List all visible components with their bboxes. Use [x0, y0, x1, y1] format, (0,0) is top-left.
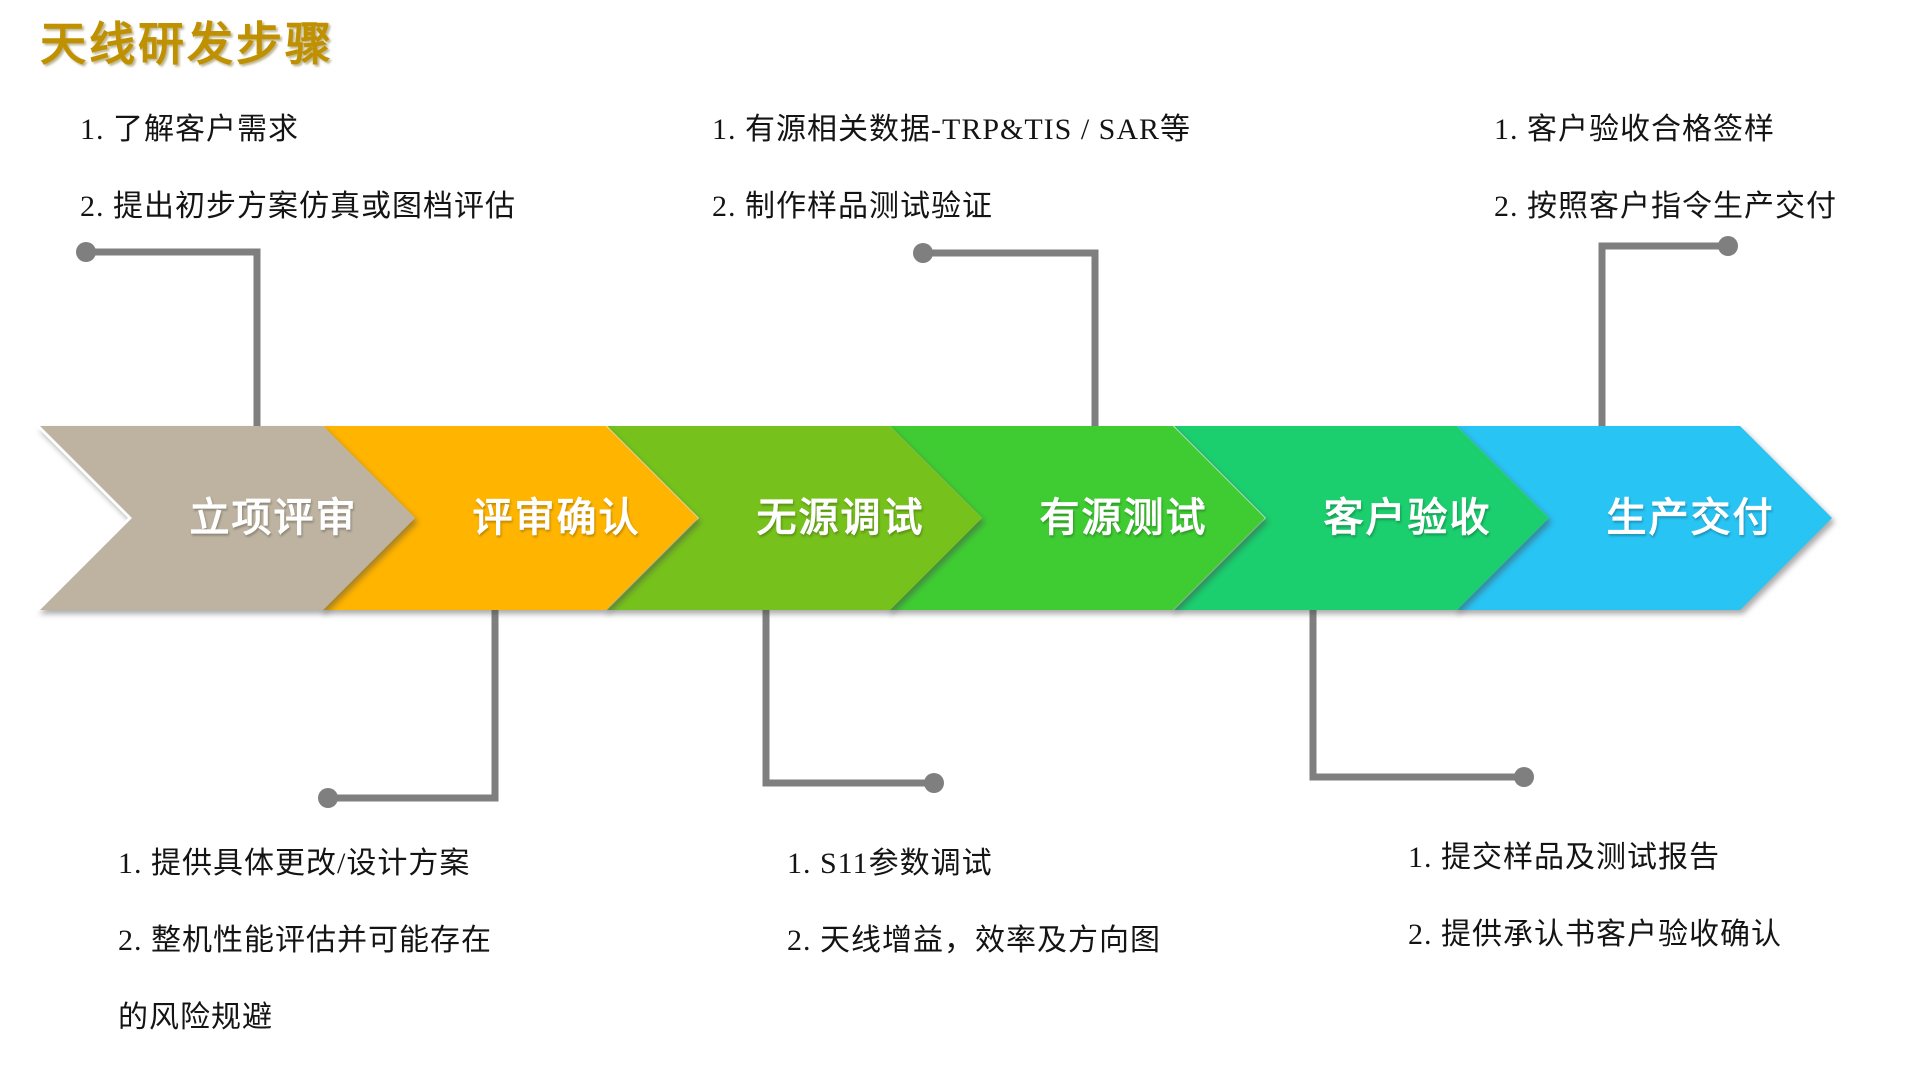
annotation-line: 1. 提供具体更改/设计方案: [118, 847, 471, 880]
chevron-step-4-label: 有源测试: [1039, 496, 1208, 540]
connector-dot: [924, 773, 944, 793]
annotation-line: 2. 提出初步方案仿真或图档评估: [80, 190, 516, 223]
chevron-shape: 无源调试: [607, 426, 982, 610]
connector-line-bottom-right: [1309, 606, 1524, 781]
annotation-line: 1. 提交样品及测试报告: [1408, 841, 1720, 874]
annotation-bottom-middle: 1. S11参数调试 2. 天线增益，效率及方向图: [787, 838, 1161, 992]
connector-dot: [318, 788, 338, 808]
connector-line-top-left: [86, 248, 261, 430]
annotation-line: 1. 有源相关数据-TRP&TIS / SAR等: [712, 113, 1192, 146]
annotation-line: 2. 天线增益，效率及方向图: [787, 924, 1161, 957]
page-title: 天线研发步骤: [40, 18, 334, 70]
connector-line-top-right: [1598, 242, 1728, 430]
annotation-line: 1. 客户验收合格签样: [1494, 113, 1775, 146]
annotation-line: 2. 制作样品测试验证: [712, 190, 993, 223]
chevron-step-5-label: 客户验收: [1323, 496, 1492, 540]
chevron-step-1-label: 立项评审: [189, 496, 358, 540]
annotation-line: 的风险规避: [118, 1001, 273, 1034]
annotation-bottom-right: 1. 提交样品及测试报告 2. 提供承认书客户验收确认: [1408, 832, 1782, 986]
connector-dot: [76, 242, 96, 262]
connector-line-top-middle: [923, 249, 1099, 430]
connector-dot: [1718, 236, 1738, 256]
chevron-step-1: 立项评审: [40, 426, 415, 610]
chevron-step-2-label: 评审确认: [472, 496, 641, 540]
connector-line-bottom-middle: [762, 606, 934, 787]
annotation-line: 2. 按照客户指令生产交付: [1494, 190, 1837, 223]
annotation-line: 2. 提供承认书客户验收确认: [1408, 918, 1782, 951]
chevron-shape: 立项评审: [40, 426, 415, 610]
connector-dot: [913, 243, 933, 263]
annotation-bottom-left: 1. 提供具体更改/设计方案 2. 整机性能评估并可能存在 的风险规避: [118, 838, 492, 1069]
chevron-step-3: 无源调试: [607, 426, 982, 610]
process-flow-band: 立项评审 评审确认 无源调试 有源测试 客户验收 生产交付: [0, 426, 1908, 610]
annotation-line: 1. S11参数调试: [787, 847, 993, 880]
annotation-top-right: 1. 客户验收合格签样 2. 按照客户指令生产交付: [1494, 104, 1837, 258]
chevron-step-3-label: 无源调试: [756, 496, 925, 540]
connector-dot: [1514, 767, 1534, 787]
annotation-top-middle: 1. 有源相关数据-TRP&TIS / SAR等 2. 制作样品测试验证: [712, 104, 1191, 258]
annotation-top-left: 1. 了解客户需求 2. 提出初步方案仿真或图档评估: [80, 104, 516, 258]
annotation-line: 2. 整机性能评估并可能存在: [118, 924, 492, 957]
connector-line-bottom-left: [328, 606, 499, 802]
connector-lines: [76, 236, 1738, 808]
annotation-line: 1. 了解客户需求: [80, 113, 299, 146]
chevron-step-6-label: 生产交付: [1606, 496, 1775, 540]
